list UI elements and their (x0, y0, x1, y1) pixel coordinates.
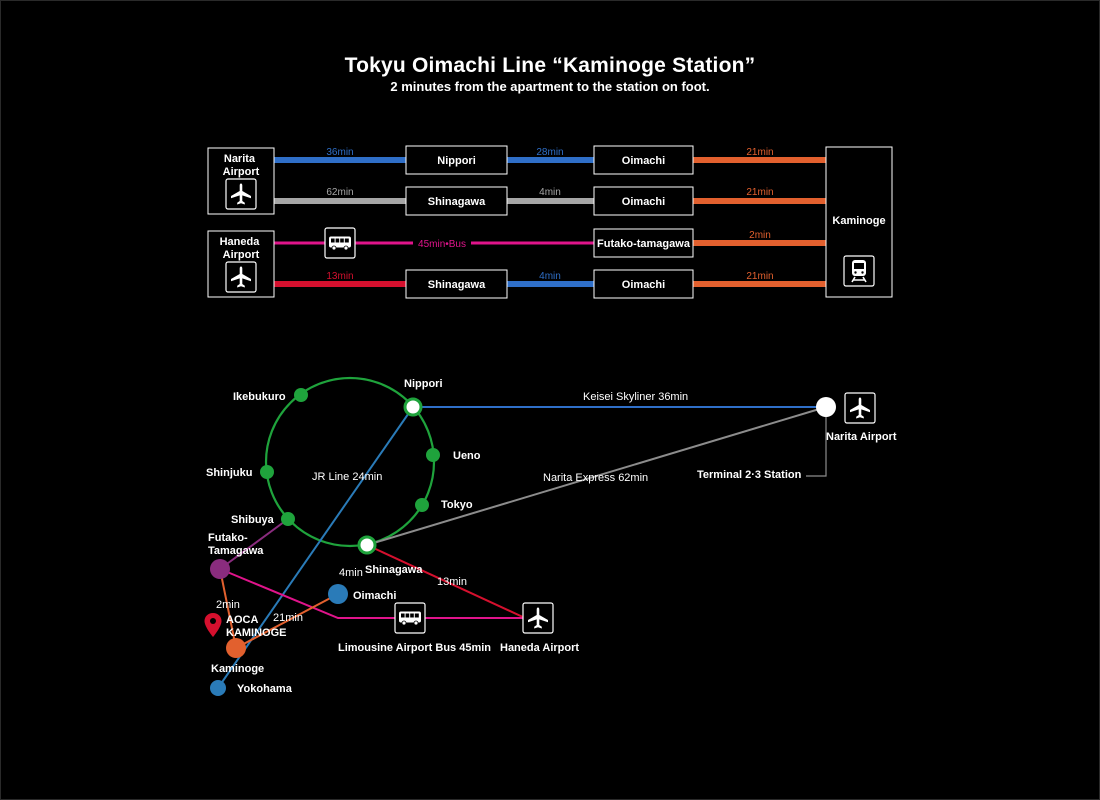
page-title: Tokyu Oimachi Line “Kaminoge Station” (344, 54, 756, 77)
station-box-nippori (405, 145, 508, 175)
line-label-narita-express: Narita Express 62min (543, 472, 648, 484)
plane-icon-frame (225, 178, 257, 210)
jr-loop-line (264, 376, 436, 548)
map-label-ikebukuro: Ikebukuro (233, 391, 286, 403)
map-label-yokohama: Yokohama (237, 683, 293, 695)
train-icon-frame (843, 255, 875, 287)
station-box-oimachi-3 (593, 269, 694, 299)
line-label-21min: 21min (273, 612, 303, 624)
station-box-shinagawa (405, 186, 508, 216)
station-box-label: Oimachi (622, 279, 665, 291)
station-dot-narita (816, 397, 836, 417)
area-map: Nippori Ikebukuro Ueno Shinjuku Tokyo Sh… (204, 376, 897, 696)
station-dot-ikebukuro (294, 388, 308, 402)
map-label-ueno: Ueno (453, 450, 481, 462)
denentoshi-line (219, 518, 289, 570)
map-label-oimachi: Oimachi (353, 590, 396, 602)
limousine-bus-line (219, 568, 525, 619)
station-dot-shibuya (281, 512, 295, 526)
station-box-label: Oimachi (622, 155, 665, 167)
station-box-label: Nippori (437, 155, 476, 167)
haneda-rail-line (366, 544, 526, 619)
location-pin-icon (204, 613, 222, 637)
time-label: 4min (539, 271, 561, 282)
time-label: 21min (746, 271, 773, 282)
map-label-narita-airport: Narita Airport (826, 431, 897, 443)
map-label-nippori: Nippori (404, 378, 443, 390)
map-label-futako-line1: Futako- (208, 532, 248, 544)
map-label-futako: Futako- Tamagawa (208, 532, 264, 557)
time-label: 62min (326, 187, 353, 198)
terminal-leader-line (806, 407, 827, 477)
station-box-futako-tamagawa (593, 228, 694, 258)
location-pin-hole (210, 618, 216, 624)
station-box-label: Shinagawa (428, 279, 486, 291)
time-label: 45min•Bus (418, 239, 466, 250)
station-box-oimachi (593, 145, 694, 175)
station-dot-kaminoge (226, 638, 246, 658)
bus-label-bg (413, 237, 471, 249)
map-label-apartment: AOCA KAMINOGE (226, 614, 287, 639)
map-label-futako-line2: Tamagawa (208, 545, 264, 557)
narita-airport-label-line2: Airport (223, 166, 260, 178)
line-label-4min: 4min (339, 567, 363, 579)
haneda-airport-label: Haneda Airport (220, 236, 263, 261)
station-dot-ueno (426, 448, 440, 462)
haneda-airport-label-line2: Airport (223, 249, 260, 261)
line-label-limousine: Limousine Airport Bus 45min (338, 642, 491, 654)
time-label: 4min (539, 187, 561, 198)
station-dot-oimachi (328, 584, 348, 604)
map-label-haneda-airport: Haneda Airport (500, 642, 579, 654)
map-label-shinjuku: Shinjuku (206, 467, 252, 479)
plane-icon-frame (225, 261, 257, 293)
narita-airport-label-line1: Narita (224, 153, 256, 165)
route-diagram: 36min 28min 21min 62min 4min 21min 45min… (207, 145, 893, 299)
time-label: 36min (326, 147, 353, 158)
time-label: 28min (536, 147, 563, 158)
narita-airport-label: Narita Airport (223, 153, 260, 178)
station-dot-tokyo (415, 498, 429, 512)
line-label-jr: JR Line 24min (312, 471, 382, 483)
station-box-label: Futako-tamagawa (597, 238, 691, 250)
map-label-terminal: Terminal 2·3 Station (697, 469, 802, 481)
time-label: 21min (746, 147, 773, 158)
station-dot-nippori (403, 397, 423, 417)
station-dot-shinjuku (260, 465, 274, 479)
page-subtitle: 2 minutes from the apartment to the stat… (390, 79, 710, 94)
map-label-apartment-line2: KAMINOGE (226, 627, 287, 639)
map-label-tokyo: Tokyo (441, 499, 473, 511)
map-label-apartment-line1: AOCA (226, 614, 258, 626)
haneda-airport-label-line1: Haneda (220, 236, 261, 248)
station-dot-futako (210, 559, 230, 579)
line-label-13min: 13min (437, 576, 467, 588)
station-box-shinagawa-2 (405, 269, 508, 299)
time-label: 21min (746, 187, 773, 198)
kaminoge-label: Kaminoge (832, 215, 885, 227)
map-label-shinagawa: Shinagawa (365, 564, 423, 576)
map-label-kaminoge: Kaminoge (211, 663, 264, 675)
station-box-label: Oimachi (622, 196, 665, 208)
time-label: 13min (326, 271, 353, 282)
station-box-label: Shinagawa (428, 196, 486, 208)
map-label-shibuya: Shibuya (231, 514, 275, 526)
line-label-skyliner: Keisei Skyliner 36min (583, 391, 688, 403)
station-box-oimachi-2 (593, 186, 694, 216)
line-label-2min: 2min (216, 599, 240, 611)
station-dot-yokohama (210, 680, 226, 696)
station-dot-shinagawa (357, 535, 377, 555)
time-label: 2min (749, 230, 771, 241)
narita-express-line (366, 406, 827, 546)
